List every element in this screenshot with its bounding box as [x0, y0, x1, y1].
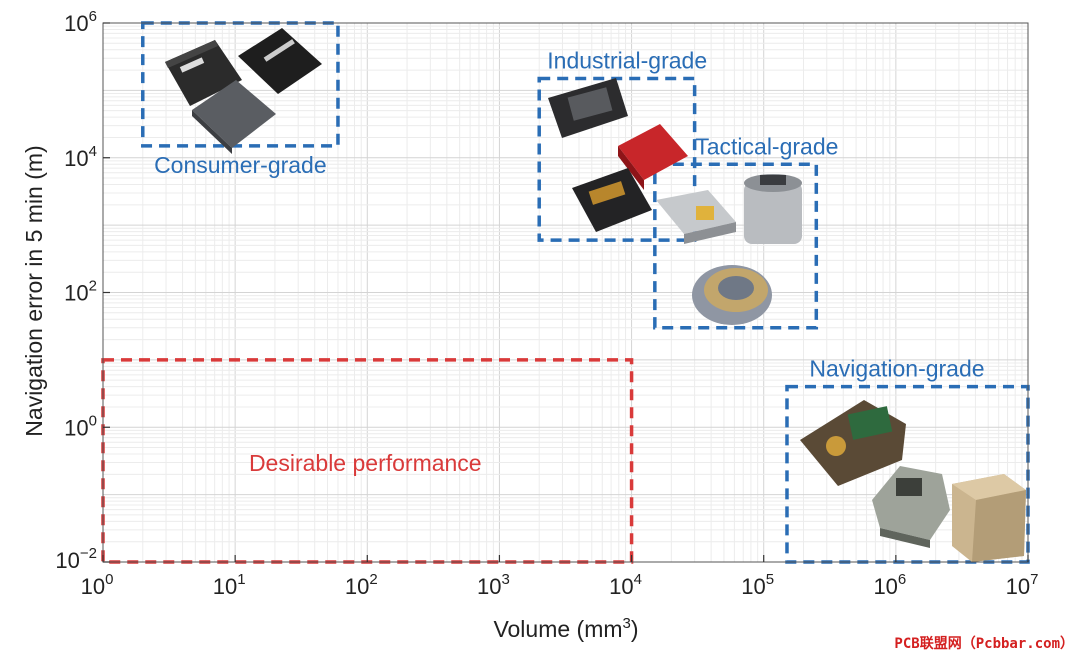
industrial-grade-label: Industrial-grade — [547, 48, 707, 74]
y-tick-label: 106 — [64, 8, 97, 36]
y-tick-label: 10−2 — [55, 545, 97, 573]
x-tick-label: 107 — [1006, 571, 1039, 599]
industrial-grade-region-box — [537, 76, 697, 242]
industrial-unit-dark-image — [572, 168, 652, 232]
consumer-chip-st-image — [238, 28, 322, 94]
y-tick-label: 102 — [64, 278, 97, 306]
industrial-unit-red-image — [618, 124, 688, 190]
navigation-unit-tan-box-image — [952, 474, 1026, 562]
y-axis-label: Navigation error in 5 min (m) — [21, 145, 47, 436]
y-tick-label: 104 — [64, 143, 97, 171]
tactical-unit-cylinder-image — [744, 174, 802, 244]
consumer-grade-label: Consumer-grade — [154, 152, 327, 178]
tactical-grade-region-box — [653, 162, 819, 330]
consumer-chip-bmi-image — [192, 80, 276, 154]
device-images — [165, 28, 1026, 562]
x-tick-label: 104 — [609, 571, 642, 599]
tactical-unit-round-image — [692, 265, 772, 325]
tactical-unit-box-image — [656, 190, 736, 244]
x-axis-label: Volume (mm3) — [493, 615, 638, 642]
x-tick-label: 101 — [213, 571, 246, 599]
axis-labels: Volume (mm3) Navigation error in 5 min (… — [21, 145, 639, 642]
y-tick-label: 100 — [64, 412, 97, 440]
watermark: PCB联盟网（Pcbbar.com） — [894, 636, 1074, 652]
navigation-unit-gyro-image — [800, 400, 906, 486]
industrial-unit-black-image — [548, 78, 628, 138]
x-tick-label: 105 — [741, 571, 774, 599]
navigation-unit-silver-image — [872, 466, 950, 548]
desirable-performance-label: Desirable performance — [249, 450, 482, 476]
x-tick-label: 103 — [477, 571, 510, 599]
x-tick-label: 106 — [873, 571, 906, 599]
tactical-grade-label: Tactical-grade — [695, 133, 838, 159]
x-tick-label: 102 — [345, 571, 378, 599]
navigation-grade-label: Navigation-grade — [809, 356, 984, 382]
x-tick-label: 100 — [81, 571, 114, 599]
